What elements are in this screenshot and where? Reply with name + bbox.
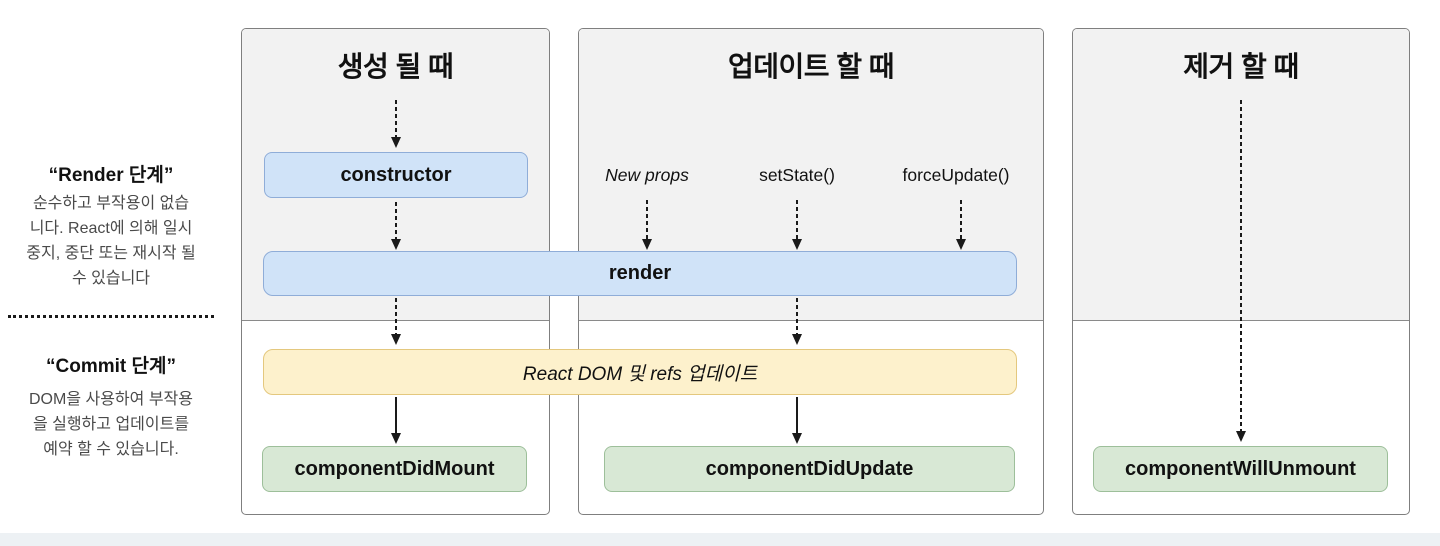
trigger-label-forceupdate: forceUpdate() — [902, 165, 1010, 185]
node-component-did-update: componentDidUpdate — [604, 446, 1015, 492]
column-title-mounting: 생성 될 때 — [337, 51, 454, 82]
dashed-arrow-unmount-to-willunmount — [1236, 100, 1246, 442]
render-phase-line: 수 있습니다 — [71, 270, 151, 287]
dashed-arrow-mount-to-constructor — [391, 100, 401, 148]
solid-arrow-reactdom-to-didupdate — [792, 397, 802, 444]
commit-phase-line: 예약 할 수 있습니다. — [43, 441, 179, 458]
commit-phase-description: DOM을 사용하여 부작용 을 실행하고 업데이트를 예약 할 수 있습니다. — [0, 387, 222, 462]
render-phase-line: 니다. React에 의해 일시 — [29, 220, 193, 237]
dashed-arrow-render-to-reactdom-mount — [391, 298, 401, 345]
column-title-unmounting: 제거 할 때 — [1183, 51, 1299, 82]
node-react-dom-refs-update: React DOM 및 refs 업데이트 — [263, 349, 1017, 395]
solid-arrow-reactdom-to-didmount — [391, 397, 401, 444]
trigger-label-setstate: setState() — [759, 165, 835, 185]
node-render: render — [263, 251, 1017, 296]
bottom-strip — [0, 533, 1440, 546]
render-phase-title: “Render 단계” — [48, 165, 174, 186]
node-component-will-unmount: componentWillUnmount — [1093, 446, 1388, 492]
node-constructor: constructor — [264, 152, 528, 198]
dashed-arrow-constructor-to-render — [391, 202, 401, 250]
render-phase-description: 순수하고 부작용이 없습 니다. React에 의해 일시 중지, 중단 또는 … — [0, 191, 222, 291]
column-title-updating: 업데이트 할 때 — [727, 51, 895, 82]
render-phase-line: 중지, 중단 또는 재시작 될 — [26, 245, 196, 262]
commit-phase-line: DOM을 사용하여 부작용 — [29, 391, 193, 408]
commit-phase-title: “Commit 단계” — [46, 356, 176, 377]
dashed-arrow-setstate-to-render — [792, 200, 802, 250]
dashed-arrow-forceupdate-to-render — [956, 200, 966, 250]
dashed-arrow-newprops-to-render — [642, 200, 652, 250]
trigger-label-new-props: New props — [605, 165, 689, 185]
dashed-arrow-render-to-reactdom-update — [792, 298, 802, 345]
commit-phase-line: 을 실행하고 업데이트를 — [32, 416, 190, 433]
phase-divider-dotted-line — [8, 315, 214, 318]
phase-sidebar: “Render 단계” 순수하고 부작용이 없습 니다. React에 의해 일… — [0, 0, 222, 546]
node-component-did-mount: componentDidMount — [262, 446, 527, 492]
render-phase-line: 순수하고 부작용이 없습 — [32, 195, 190, 212]
